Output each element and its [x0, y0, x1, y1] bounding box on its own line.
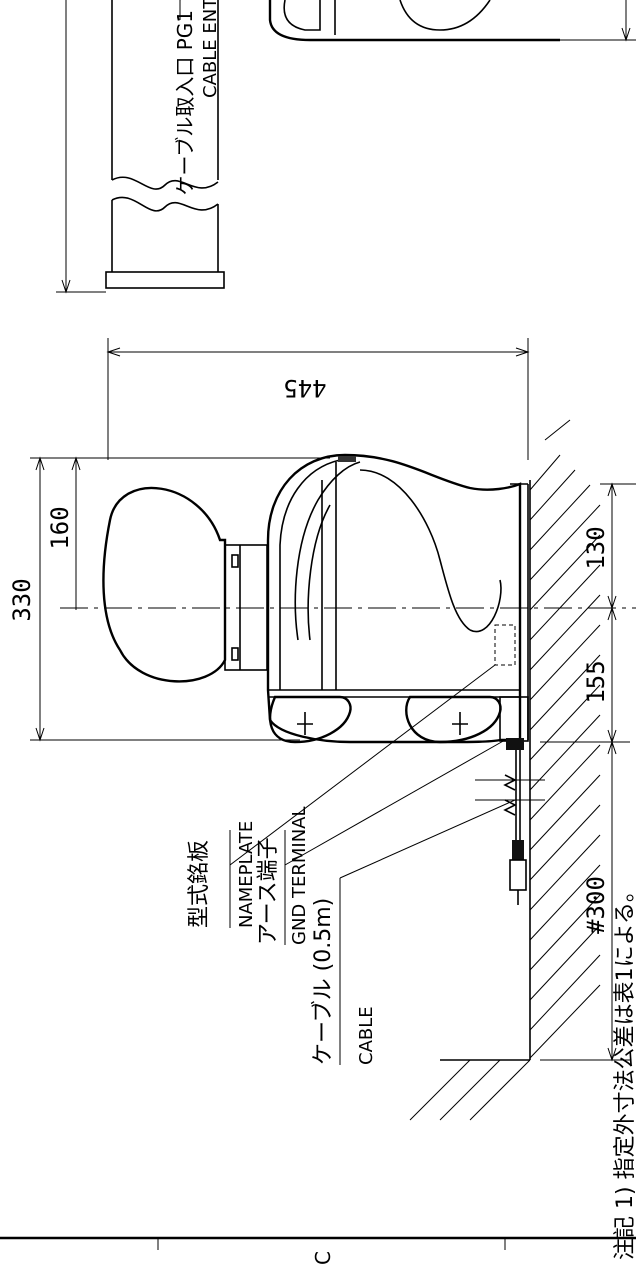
cable-en: CABLE: [356, 1006, 377, 1065]
sheet-ref: C: [311, 1251, 335, 1265]
dims-right: 130 155 #300: [540, 482, 636, 1062]
dim-300-label: #300: [582, 876, 610, 934]
cable-jp: ケーブル (0.5m): [311, 898, 336, 1065]
nameplate-jp: 型式銘板: [187, 840, 212, 928]
dim-330-label: 330: [8, 578, 36, 621]
title-frame: C: [0, 1236, 636, 1265]
dim-445: 445: [106, 338, 530, 460]
ground-hatch: [409, 419, 601, 1121]
dim-445-label: 445: [283, 374, 326, 402]
leader-lines: [179, 0, 516, 879]
label-nameplate: 型式銘板 NAMEPLATE: [187, 821, 257, 928]
label-cable-entry: ケーブル取入口 PG1 CABLE ENTRY: [173, 0, 221, 195]
dim-160-label: 160: [46, 506, 74, 549]
label-gnd: アース端子 GND TERMINAL: [256, 806, 310, 945]
top-right-body: [268, 0, 636, 42]
shaft-view: [105, 0, 225, 289]
dim-155-label: 155: [582, 660, 610, 703]
note-text: 注記 1) 指定外寸法公差は表1による。: [613, 880, 636, 1260]
label-cable: ケーブル (0.5m) CABLE: [311, 878, 377, 1065]
cable-entry-en: CABLE ENTRY: [200, 0, 221, 98]
dim-top-left: [56, 0, 106, 294]
cable-entry-jp: ケーブル取入口 PG1: [173, 10, 197, 195]
robot-body: [102, 453, 529, 750]
dim-160: 160: [46, 456, 81, 610]
gnd-jp: アース端子: [256, 837, 281, 945]
dim-330: 330: [8, 456, 330, 742]
gnd-en: GND TERMINAL: [289, 806, 310, 945]
cable-assembly: [475, 750, 545, 905]
dim-130-label: 130: [582, 526, 610, 569]
nameplate-en: NAMEPLATE: [236, 821, 257, 928]
